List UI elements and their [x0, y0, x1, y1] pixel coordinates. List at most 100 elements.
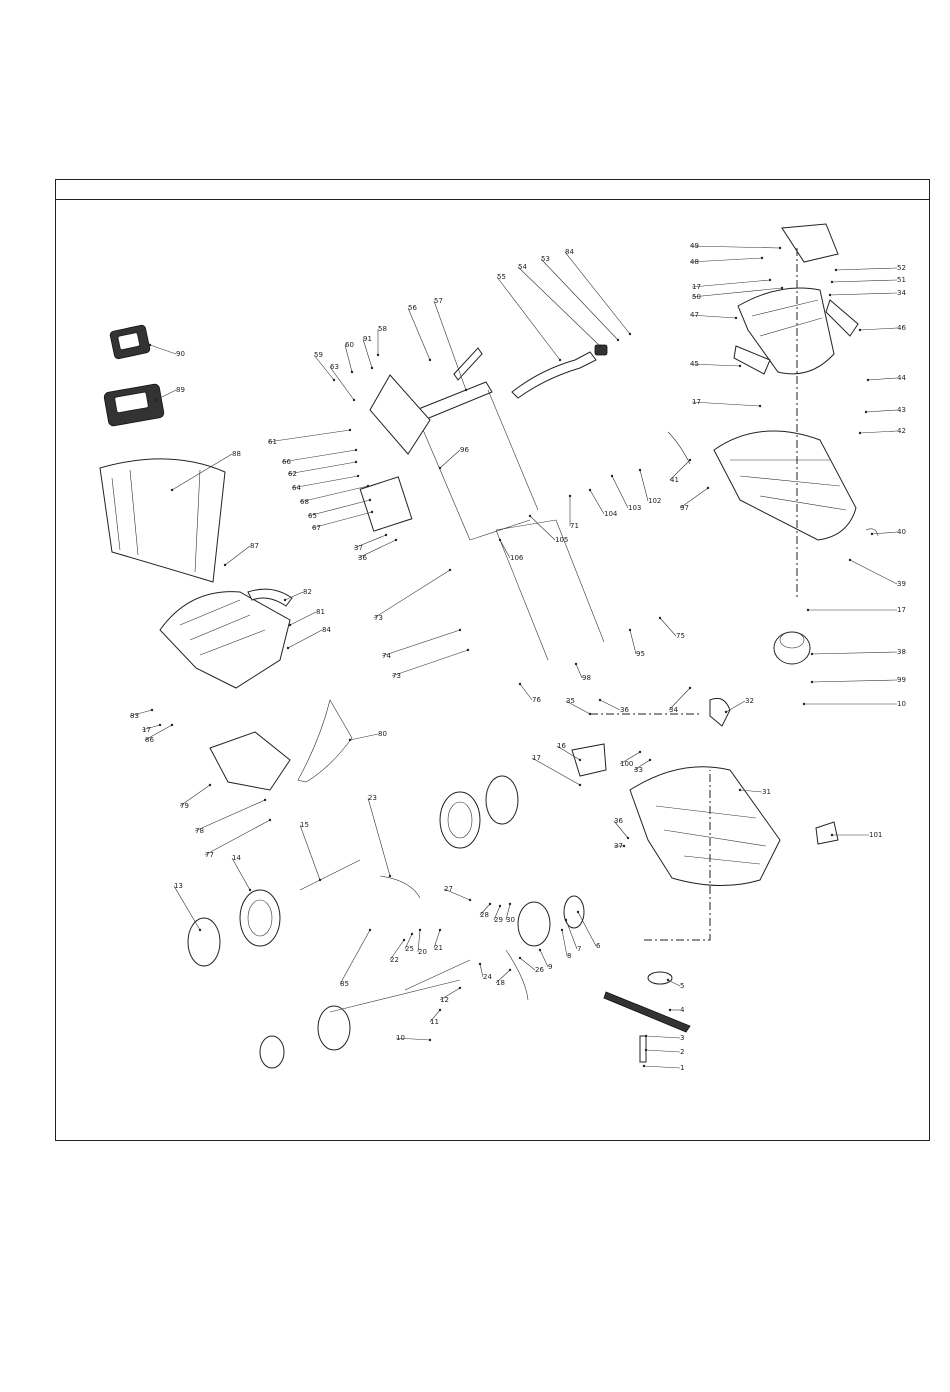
- part-number-label: 97: [680, 504, 689, 512]
- leader-line: [391, 649, 469, 677]
- leader-line: [417, 929, 421, 953]
- leader-dot: [738, 364, 742, 368]
- leader-dot: [518, 682, 522, 686]
- leader-line: [633, 759, 651, 771]
- leader-dot: [354, 460, 358, 464]
- leader-line: [381, 629, 461, 657]
- leader-line: [311, 511, 373, 529]
- part-number-label: 23: [368, 794, 377, 802]
- leader-line: [529, 515, 556, 541]
- leader-line: [531, 757, 581, 786]
- leader-line: [643, 1065, 681, 1069]
- assembly-guide-lines: [590, 248, 798, 941]
- wheel-illustrations: [187, 775, 585, 1069]
- leader-dot: [574, 662, 578, 666]
- leader-dot: [564, 918, 568, 922]
- leader-line: [505, 903, 511, 921]
- leader-dot: [384, 533, 388, 537]
- part-number-label: 28: [480, 911, 489, 919]
- leader-dot: [170, 723, 174, 727]
- leader-dot: [478, 962, 482, 966]
- handle-assembly-illustration: [359, 344, 608, 661]
- leader-line: [179, 784, 211, 807]
- leader-line: [299, 824, 321, 881]
- part-number-label: 60: [345, 341, 354, 349]
- leader-line: [691, 401, 761, 407]
- leader-dot: [356, 474, 360, 478]
- leader-line: [811, 679, 898, 683]
- leader-line: [204, 819, 271, 856]
- leader-dot: [724, 710, 728, 714]
- leader-line: [224, 545, 251, 566]
- part-number-label: 37: [614, 842, 623, 850]
- leader-dot: [458, 986, 462, 990]
- leader-line: [565, 700, 591, 715]
- part-number-label: 82: [303, 588, 312, 596]
- leader-dot: [370, 366, 374, 370]
- part-number-label: 87: [250, 542, 259, 550]
- leader-dot: [354, 448, 358, 452]
- leader-dot: [626, 836, 630, 840]
- part-number-label: 101: [869, 831, 882, 839]
- leader-line: [231, 857, 251, 891]
- part-number-label: 102: [648, 497, 661, 505]
- leader-line: [669, 459, 691, 481]
- leader-dot: [154, 398, 158, 402]
- part-number-label: 105: [555, 536, 568, 544]
- leader-dot: [848, 558, 852, 562]
- leader-dot: [760, 256, 764, 260]
- part-number-label: 78: [195, 827, 204, 835]
- leader-dot: [508, 968, 512, 972]
- leader-dot: [598, 698, 602, 702]
- part-number-label: 77: [205, 851, 214, 859]
- leader-line: [611, 475, 629, 509]
- leader-line: [479, 963, 484, 978]
- part-number-label: 47: [690, 311, 699, 319]
- part-number-label: 89: [176, 386, 185, 394]
- part-number-label: 86: [145, 736, 154, 744]
- leader-line: [389, 939, 405, 961]
- leader-line: [171, 453, 233, 491]
- part-number-label: 2: [680, 1048, 684, 1056]
- leader-line: [539, 949, 549, 968]
- part-number-label: 11: [430, 1018, 439, 1026]
- leader-dot: [648, 758, 652, 762]
- part-number-label: 53: [541, 255, 550, 263]
- leader-line: [284, 591, 304, 601]
- leader-dot: [352, 398, 356, 402]
- leader-line: [439, 987, 461, 1001]
- leader-dot: [394, 538, 398, 542]
- leader-dot: [616, 338, 620, 342]
- leader-dot: [348, 738, 352, 742]
- leader-line: [667, 979, 681, 987]
- part-number-label: 1: [680, 1064, 684, 1072]
- leader-dot: [466, 648, 470, 652]
- part-number-label: 39: [897, 580, 906, 588]
- leader-dot: [448, 568, 452, 572]
- leader-line: [679, 487, 709, 509]
- leader-dot: [834, 268, 838, 272]
- leader-line: [149, 344, 177, 355]
- part-number-label: 35: [566, 697, 575, 705]
- leader-dot: [263, 798, 267, 802]
- leader-line: [357, 539, 397, 559]
- leader-line: [577, 911, 597, 947]
- charger-illustration: [103, 383, 165, 427]
- leader-dot: [148, 343, 152, 347]
- leader-dot: [638, 750, 642, 754]
- part-number-label: 55: [497, 273, 506, 281]
- leader-line: [479, 903, 491, 916]
- part-number-label: 42: [897, 427, 906, 435]
- motor-housing-illustration: [713, 430, 857, 665]
- leader-line: [668, 687, 691, 711]
- leader-dot: [568, 494, 572, 498]
- leader-dot: [438, 928, 442, 932]
- leader-line: [519, 957, 536, 971]
- part-number-label: 68: [300, 498, 309, 506]
- leader-line: [443, 888, 471, 901]
- part-number-label: 8: [567, 952, 571, 960]
- leader-dot: [870, 532, 874, 536]
- leader-dot: [578, 783, 582, 787]
- part-number-label: 64: [292, 484, 301, 492]
- leader-dot: [488, 902, 492, 906]
